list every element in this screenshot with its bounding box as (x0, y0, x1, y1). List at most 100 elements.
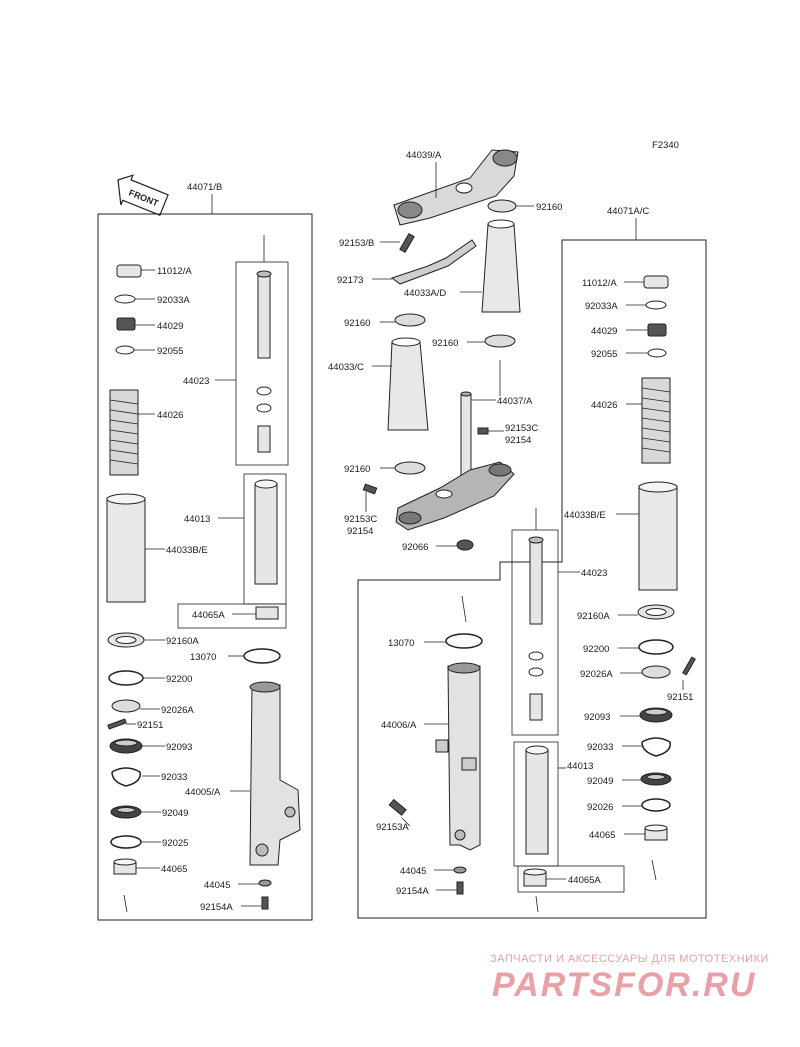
svg-text:92093: 92093 (584, 712, 610, 723)
seal-92160-r1: 92160 (432, 334, 516, 349)
washer-92200: 92200 (108, 670, 192, 686)
bolt-92153c-left: 92153C 92154 (344, 483, 377, 537)
bracket-92173: 92173 (337, 239, 477, 286)
svg-text:44029: 44029 (157, 321, 183, 332)
svg-text:92093: 92093 (166, 742, 192, 753)
svg-text:92200: 92200 (583, 644, 609, 655)
svg-text:92026A: 92026A (580, 669, 613, 680)
fork-leg-44005a: 44005/A (185, 681, 301, 866)
rod-44023-right: 44023 (528, 536, 607, 721)
svg-text:13070: 13070 (190, 652, 216, 663)
seal-92093-right: 92093 (584, 707, 673, 723)
washer-92200-right: 92200 (583, 639, 674, 655)
svg-text:92033: 92033 (587, 742, 613, 753)
svg-text:92153C: 92153C (344, 514, 377, 525)
ring-92055: 92055 (115, 345, 183, 357)
bolt-92154a: 92154A (200, 896, 269, 913)
svg-text:44033/C: 44033/C (328, 362, 364, 373)
bolt-92153c-right: 92153C 92154 (477, 423, 538, 446)
washer-92025: 92025 (110, 835, 188, 849)
seal-92093: 92093 (109, 738, 192, 754)
bolt-92154a-right: 92154A (396, 881, 464, 897)
svg-text:44033A/D: 44033A/D (404, 288, 446, 299)
seal-92160-top: 92160 (487, 199, 562, 213)
svg-text:92154A: 92154A (396, 886, 429, 897)
svg-text:44023: 44023 (581, 568, 607, 579)
svg-text:92026: 92026 (587, 802, 613, 813)
bushing-44065: 44065 (113, 858, 187, 875)
svg-text:44037/A: 44037/A (497, 396, 533, 407)
left-fork-assembly: 44071/B 11012/A 92033A 44029 92055 (97, 182, 313, 921)
svg-text:92033: 92033 (161, 772, 187, 783)
svg-text:13070: 13070 (388, 638, 414, 649)
screw-92151: 92151 (107, 718, 163, 731)
clip-92033-right: 92033 (587, 737, 671, 757)
ring-92055-right: 92055 (591, 348, 667, 360)
washer-44045-right: 44045 (400, 866, 467, 877)
svg-text:92160A: 92160A (577, 611, 610, 622)
seal-92160a: 92160A (107, 632, 199, 648)
washer-92049: 92049 (110, 805, 188, 819)
svg-text:92160: 92160 (432, 338, 458, 349)
cover-44033ad: 44033A/D (404, 219, 521, 313)
clip-92033: 92033 (111, 767, 187, 787)
bushing-44065-right: 44065 (589, 824, 668, 841)
bolt-92153a: 92153A (376, 798, 411, 833)
svg-text:44045: 44045 (204, 880, 230, 891)
clamp-92026a: 92026A (111, 699, 194, 716)
watermark-logo: ЗАПЧАСТИ И АКСЕССУАРЫ ДЛЯ МОТОТЕХНИКИ PA… (490, 953, 769, 1004)
bolt-92153b: 92153/B (339, 233, 415, 253)
svg-text:92173: 92173 (337, 275, 363, 286)
seal-92160-l2: 92160 (344, 461, 426, 475)
svg-text:44013: 44013 (567, 761, 593, 772)
svg-text:92049: 92049 (587, 776, 613, 787)
svg-text:92160A: 92160A (166, 636, 199, 647)
svg-text:44026: 44026 (591, 400, 617, 411)
svg-text:92154: 92154 (347, 526, 373, 537)
spring-44026: 44026 (109, 389, 183, 476)
washer-44045: 44045 (204, 879, 272, 891)
svg-text:44029: 44029 (591, 326, 617, 337)
oring-92033a-right: 92033A (585, 300, 667, 312)
svg-text:92049: 92049 (162, 808, 188, 819)
assembly-label-right: 44071A/C (607, 206, 649, 217)
cylinder-44013-right: 44013 (525, 745, 593, 855)
svg-text:ЗАПЧАСТИ И АКСЕССУАРЫ ДЛЯ МОТО: ЗАПЧАСТИ И АКСЕССУАРЫ ДЛЯ МОТОТЕХНИКИ (490, 953, 769, 965)
spring-44026-right: 44026 (591, 377, 671, 464)
svg-text:44013: 44013 (184, 514, 210, 525)
svg-text:92153A: 92153A (376, 822, 409, 833)
steering-assembly: 44039/A 92160 92153/B 92173 44033A/D 921… (328, 149, 562, 553)
washer-92049-right: 92049 (587, 772, 672, 787)
upper-bracket-44039a: 44039/A (393, 149, 519, 226)
outer-tube-44033be-right: 44033B/E (564, 481, 678, 591)
rod-44023: 44023 (183, 270, 272, 453)
bushing-44065a-right: 44065A (523, 868, 601, 887)
bushing-44065a: 44065A (192, 606, 279, 621)
outer-tube-44033be: 44033B/E (106, 493, 208, 603)
svg-text:11012/A: 11012/A (582, 278, 617, 289)
svg-text:92160: 92160 (344, 318, 370, 329)
svg-text:11012/A: 11012/A (157, 266, 192, 277)
clamp-92026a-right: 92026A (580, 665, 671, 680)
assembly-label-left: 44071/B (187, 182, 222, 193)
figure-code: F2340 (652, 140, 679, 151)
svg-text:92033A: 92033A (585, 301, 618, 312)
oring-92033a: 92033A (114, 294, 190, 306)
svg-text:92153C: 92153C (505, 423, 538, 434)
svg-text:44005/A: 44005/A (185, 787, 221, 798)
svg-text:92200: 92200 (166, 674, 192, 685)
cylinder-44013: 44013 (184, 479, 278, 585)
svg-text:92154: 92154 (505, 435, 531, 446)
svg-text:PARTSFOR.RU: PARTSFOR.RU (492, 966, 756, 1004)
svg-text:92151: 92151 (137, 720, 163, 731)
svg-text:92033A: 92033A (157, 295, 190, 306)
svg-text:44026: 44026 (157, 410, 183, 421)
svg-text:92026A: 92026A (161, 705, 194, 716)
svg-text:92066: 92066 (402, 542, 428, 553)
svg-text:92055: 92055 (591, 349, 617, 360)
svg-text:92160: 92160 (344, 464, 370, 475)
nut-92066: 92066 (402, 539, 474, 553)
svg-text:92154A: 92154A (200, 902, 233, 913)
svg-text:44006/A: 44006/A (381, 720, 417, 731)
